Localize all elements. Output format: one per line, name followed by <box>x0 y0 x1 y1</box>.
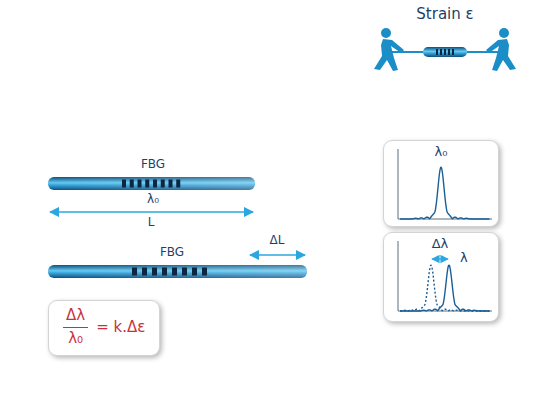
elongation-arrow <box>250 254 305 256</box>
grating-line <box>122 180 126 188</box>
formula-box: Δλ λ₀ = k.Δε <box>48 300 160 356</box>
grating-line <box>444 49 446 55</box>
formula-term: = k.Δε <box>96 319 145 336</box>
tug-of-war-figure <box>374 28 516 71</box>
person-head <box>381 28 391 38</box>
reflection-peak <box>400 265 490 311</box>
grating-line <box>153 180 157 188</box>
spectrum-panel: λ₀ <box>383 140 499 227</box>
grating-line <box>145 180 149 188</box>
dimension: ΔL <box>270 234 285 248</box>
wavelength-label: λ <box>460 251 468 266</box>
grating-line <box>172 268 177 276</box>
person-body <box>486 39 516 71</box>
fraction-bar <box>63 327 88 328</box>
formula-term: Δλ <box>66 307 85 324</box>
reflection-peak <box>400 265 490 311</box>
grating-line <box>452 49 454 55</box>
dimension: λ₀ <box>147 193 159 207</box>
grating-line <box>138 180 142 188</box>
length-arrow <box>50 211 253 213</box>
part-name: FBG <box>141 158 165 172</box>
grating-line <box>169 180 173 188</box>
person-head <box>499 28 509 38</box>
optical-fiber <box>48 177 255 190</box>
grating-line <box>436 49 438 55</box>
reflection-peak <box>400 167 490 219</box>
part-name: FBG <box>160 246 184 260</box>
wavelength-label: λ₀ <box>435 145 448 160</box>
grating-line <box>152 268 157 276</box>
fiber-sheen <box>48 265 307 278</box>
grating-line <box>448 49 450 55</box>
grating-line <box>176 180 180 188</box>
wavelength-label: Δλ <box>432 237 449 252</box>
shift-arrow <box>432 258 448 259</box>
figure-title: Strain ε <box>416 6 473 23</box>
bragg-grating <box>436 49 454 55</box>
grating-line <box>192 268 197 276</box>
grating-line <box>132 268 137 276</box>
grating-line <box>130 180 134 188</box>
grating-line <box>440 49 442 55</box>
formula-term: λ₀ <box>68 330 83 347</box>
grating-line <box>182 268 187 276</box>
fiber-sample <box>423 47 467 57</box>
graph-axes <box>398 241 492 311</box>
grating-line <box>202 268 207 276</box>
bragg-grating <box>132 268 207 276</box>
graph-axes <box>398 149 492 219</box>
bragg-grating <box>122 180 180 188</box>
grating-line <box>162 268 167 276</box>
dimension: L <box>148 216 155 230</box>
grating-line <box>161 180 165 188</box>
person-body <box>374 39 404 71</box>
fiber-sheen <box>48 177 255 190</box>
grating-line <box>142 268 147 276</box>
optical-fiber <box>48 265 307 278</box>
spectrum-panel: Δλλ <box>383 232 499 322</box>
